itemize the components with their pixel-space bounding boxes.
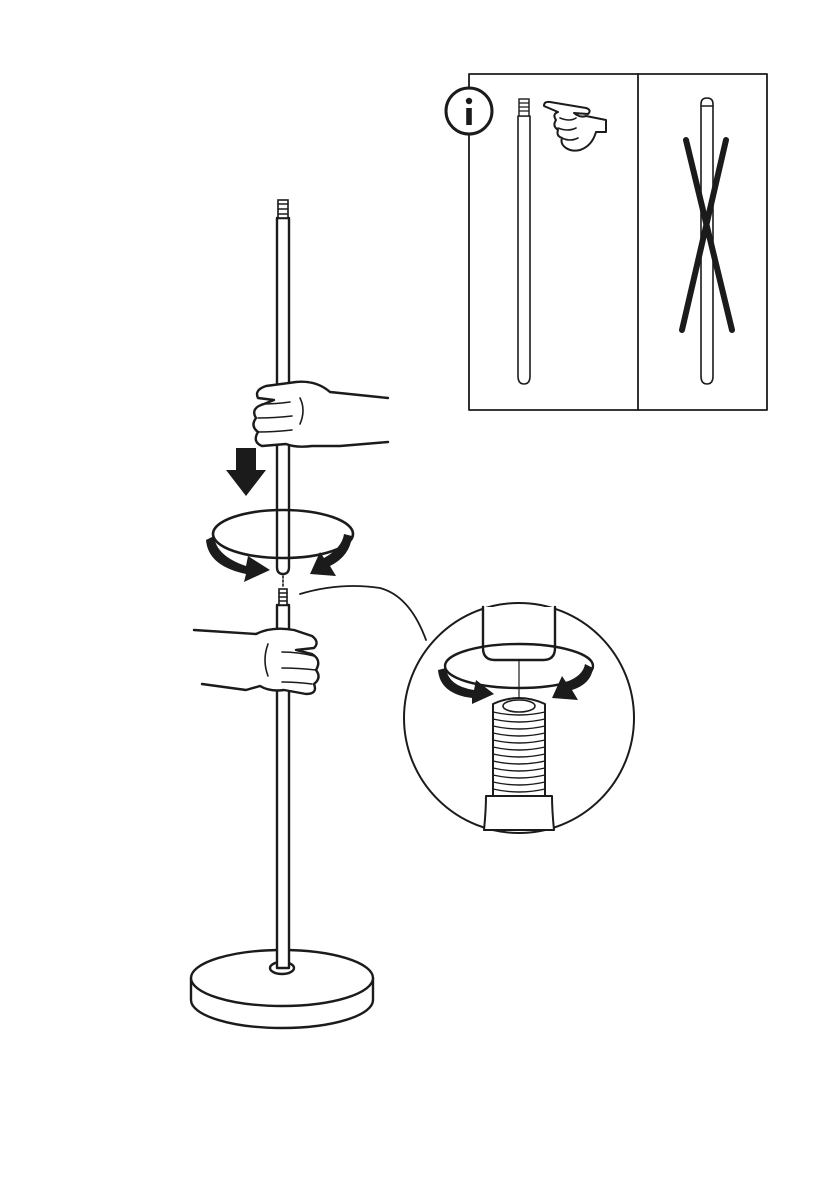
cross-out-icon — [682, 140, 732, 330]
info-icon — [446, 88, 492, 134]
correct-rod-example — [518, 99, 530, 384]
info-panel — [446, 74, 767, 410]
upper-hand — [253, 382, 388, 447]
down-arrow-icon — [226, 448, 266, 496]
magnify-detail — [300, 586, 634, 833]
lower-hand — [194, 629, 319, 694]
pointing-hand-icon — [544, 102, 606, 151]
